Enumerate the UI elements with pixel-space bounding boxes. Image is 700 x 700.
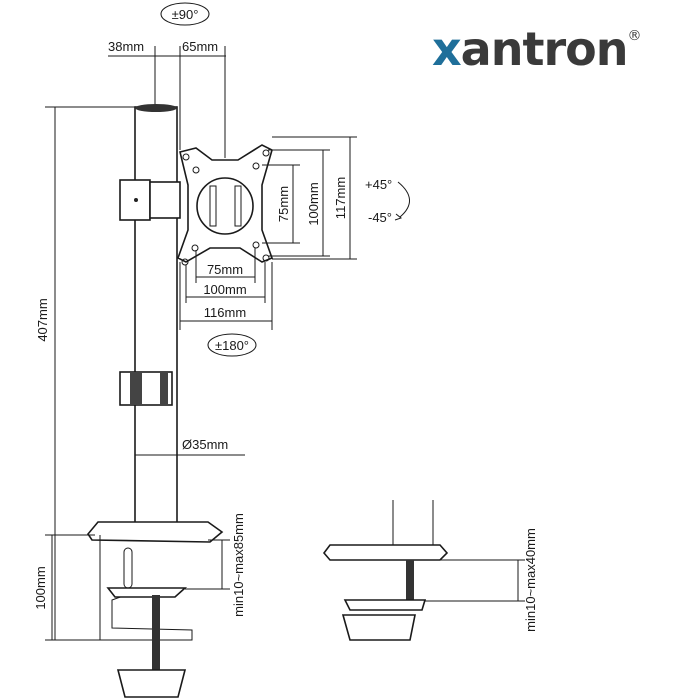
tilt-down-label: -45° (368, 210, 392, 225)
vesa-v-100-label: 100mm (306, 182, 321, 225)
arm-clamp (119, 179, 181, 221)
arm-offset-label: 65mm (182, 39, 218, 54)
rotation-90-badge: ±90° (160, 2, 210, 26)
height-total-label: 407mm (35, 298, 50, 341)
tilt-up-label: +45° (365, 177, 392, 192)
grommet-range-label: min10~max40mm (523, 528, 538, 632)
vesa-plate (177, 144, 274, 266)
grommet-range-dimension: min10~max40mm (425, 528, 538, 632)
pole (119, 104, 178, 528)
pole-diameter-dimension: Ø35mm (135, 437, 245, 456)
pole-diameter-label: Ø35mm (182, 437, 228, 452)
vesa-h-100-label: 100mm (203, 282, 246, 297)
plate-height-label: 117mm (333, 177, 348, 219)
xantron-logo: xantron® (432, 22, 642, 76)
rotation-180-badge: ±180° (207, 333, 257, 357)
tilt-indicator: +45° -45° (365, 177, 410, 225)
registered-mark: ® (627, 28, 642, 44)
plate-width-label: 116mm (204, 305, 246, 320)
logo-x: x (432, 22, 462, 76)
vesa-h-75-label: 75mm (207, 262, 243, 277)
vesa-v-75-label: 75mm (276, 186, 291, 222)
logo-text: antron (460, 22, 629, 76)
clamp-height-dimension: 100mm (33, 534, 95, 640)
vesa-vertical-dimensions: 75mm 100mm 117mm (262, 136, 357, 260)
desk-clamp (87, 521, 224, 698)
clamp-range-dimension: min10~max85mm (185, 513, 246, 617)
clamp-range-label: min10~max85mm (231, 513, 246, 617)
height-dimension: 407mm (35, 106, 137, 641)
pole-offset-label: 38mm (108, 39, 144, 54)
top-dimensions: 38mm 65mm (108, 39, 226, 158)
clamp-height-label: 100mm (33, 566, 48, 609)
rotation-180-label: ±180° (215, 338, 249, 353)
grommet-mount (322, 500, 449, 641)
vesa-horizontal-dimensions: 75mm 100mm 116mm (179, 248, 273, 330)
rotation-90-label: ±90° (172, 7, 199, 22)
